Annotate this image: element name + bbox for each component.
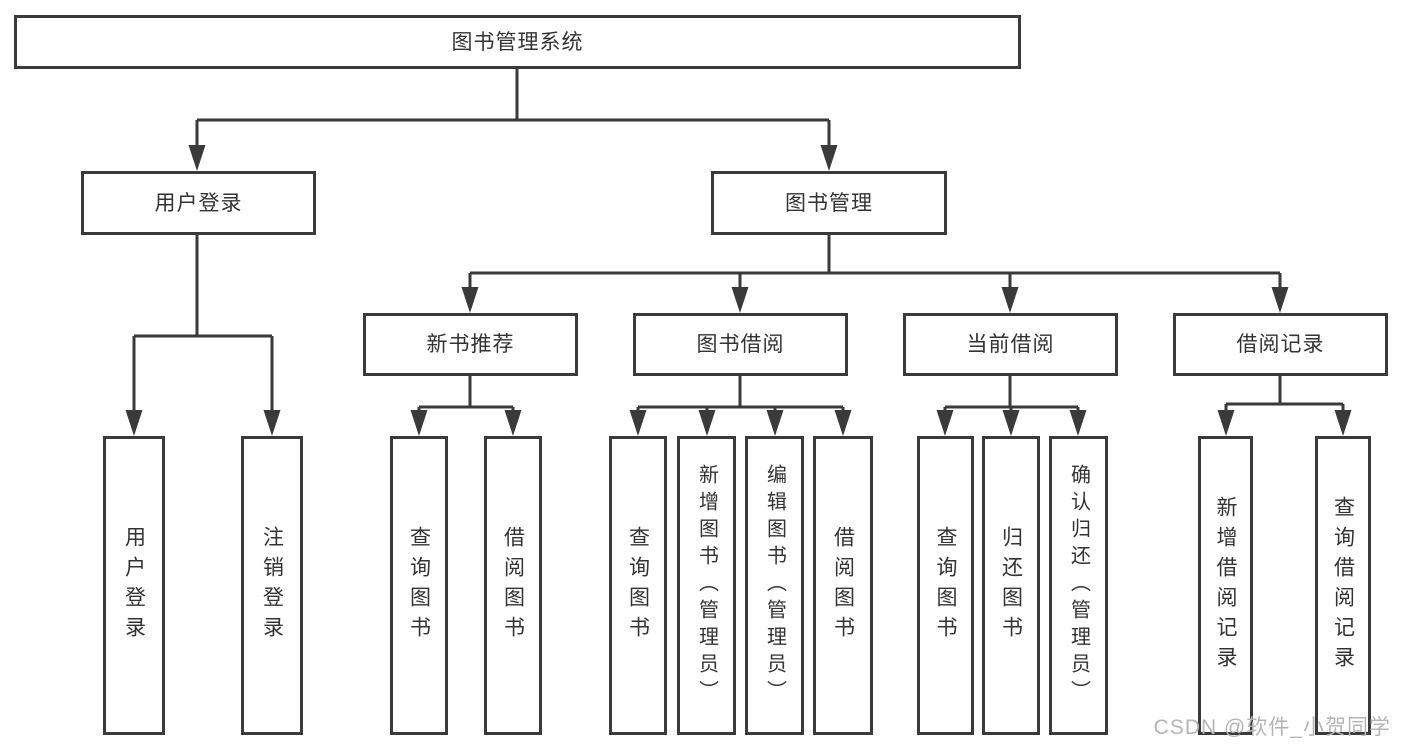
- leaf-cb-query-books: 查询图书: [917, 436, 974, 735]
- leaf-nb-borrow-books: 借阅图书: [484, 436, 542, 735]
- leaf-bb-query-books: 查询图书: [609, 436, 667, 735]
- node-book-management: 图书管理: [711, 171, 947, 235]
- leaf-user-login: 用户登录: [103, 436, 165, 735]
- leaf-logout: 注销登录: [241, 436, 303, 735]
- node-borrowing-records: 借阅记录: [1173, 313, 1388, 376]
- leaf-br-add-record: 新增借阅记录: [1198, 436, 1253, 735]
- connector-paths: [132, 69, 1345, 414]
- node-current-borrowing: 当前借阅: [903, 313, 1118, 376]
- node-user-login: 用户登录: [81, 171, 316, 235]
- leaf-cb-return-books: 归还图书: [982, 436, 1040, 735]
- arrow-down-icons: [125, 145, 1352, 436]
- leaf-bb-borrow-books: 借阅图书: [813, 436, 873, 735]
- leaf-cb-confirm-return-admin: 确认归还（管理员）: [1049, 436, 1108, 735]
- node-book-borrowing: 图书借阅: [633, 313, 848, 376]
- node-new-book-recommendation: 新书推荐: [363, 313, 578, 376]
- node-root: 图书管理系统: [14, 15, 1021, 69]
- csdn-watermark: CSDN @软件_小贺同学: [1153, 716, 1391, 739]
- leaf-bb-add-books-admin: 新增图书（管理员）: [677, 436, 736, 735]
- leaf-br-query-record: 查询借阅记录: [1315, 436, 1371, 735]
- leaf-nb-query-books: 查询图书: [390, 436, 448, 735]
- leaf-bb-edit-books-admin: 编辑图书（管理员）: [745, 436, 804, 735]
